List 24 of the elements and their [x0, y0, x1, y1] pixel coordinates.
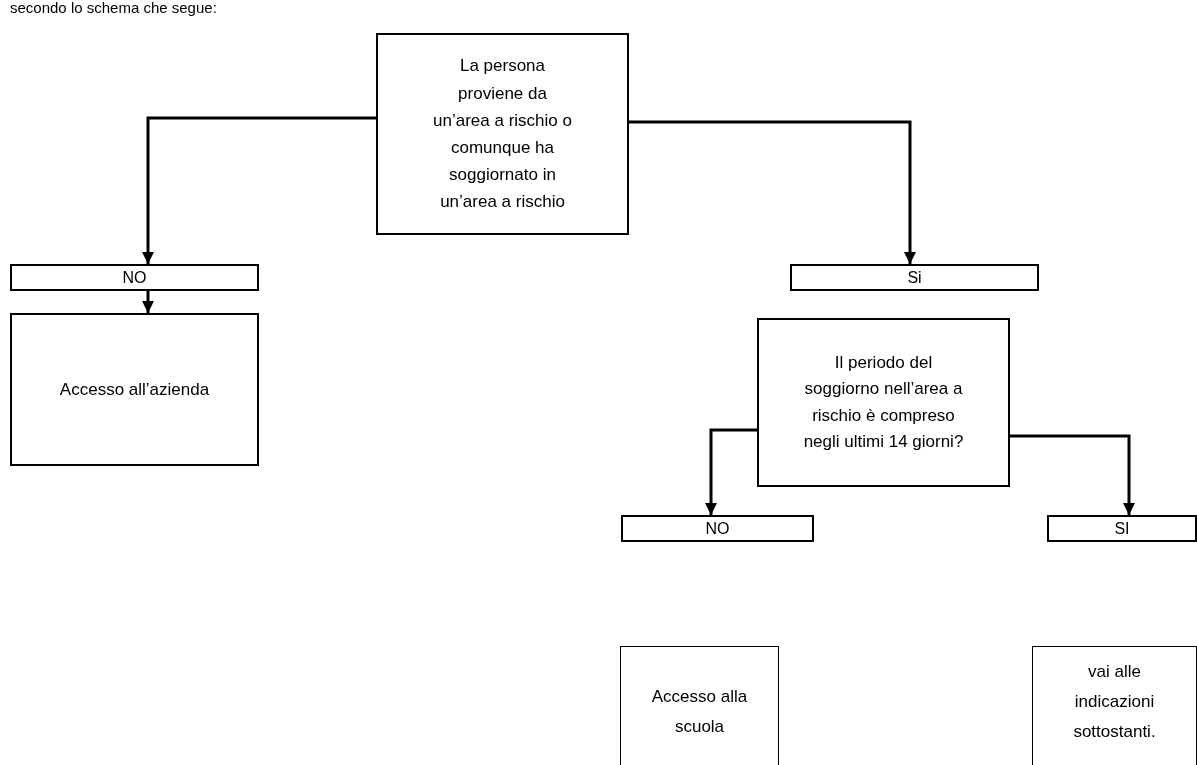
flow-box [10, 264, 259, 291]
flow-box [757, 318, 1010, 487]
flow-box [1047, 515, 1197, 542]
intro-text: secondo lo schema che segue: [10, 0, 217, 17]
box-text: Accesso all’azienda [59, 378, 210, 401]
connector-arrow [629, 120, 916, 264]
box-text: Si [907, 267, 922, 288]
box-text: vai alle indicazioni sottostanti. [1072, 661, 1157, 743]
flow-box [10, 313, 259, 466]
flow-box [376, 33, 629, 235]
box-text: NO [122, 267, 147, 288]
box-text: Accesso alla scuola [650, 685, 749, 738]
box-text: NO [705, 518, 730, 539]
box-text: Il periodo del soggiorno nell’area a rischio è compreso negli ultimi 14 giorni? [802, 351, 965, 453]
connector-arrow [705, 428, 757, 515]
flow-box [790, 264, 1039, 291]
connector-arrow [142, 116, 376, 264]
flow-box [621, 515, 814, 542]
box-text: La persona proviene da un’area a rischio o comunque ha soggiornato in un’area a rischio [432, 55, 573, 214]
flow-box [1032, 646, 1197, 765]
connector-arrow [142, 291, 154, 313]
box-text: SI [1114, 518, 1130, 539]
flow-box [620, 646, 779, 765]
connector-arrow [1010, 434, 1135, 515]
